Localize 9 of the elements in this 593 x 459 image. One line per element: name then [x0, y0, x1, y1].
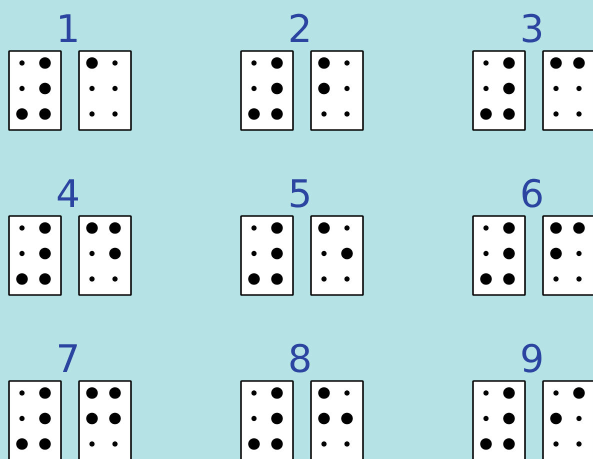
number-label: 7: [59, 344, 77, 372]
number-label: 3: [522, 14, 542, 43]
number-label: 5: [290, 179, 309, 208]
number-label: 6: [522, 178, 542, 208]
number-label: 9: [522, 344, 542, 373]
number-label: 4: [58, 179, 78, 207]
number-label: 1: [60, 14, 77, 42]
number-label: 8: [290, 344, 310, 373]
number-label: 2: [290, 14, 308, 42]
